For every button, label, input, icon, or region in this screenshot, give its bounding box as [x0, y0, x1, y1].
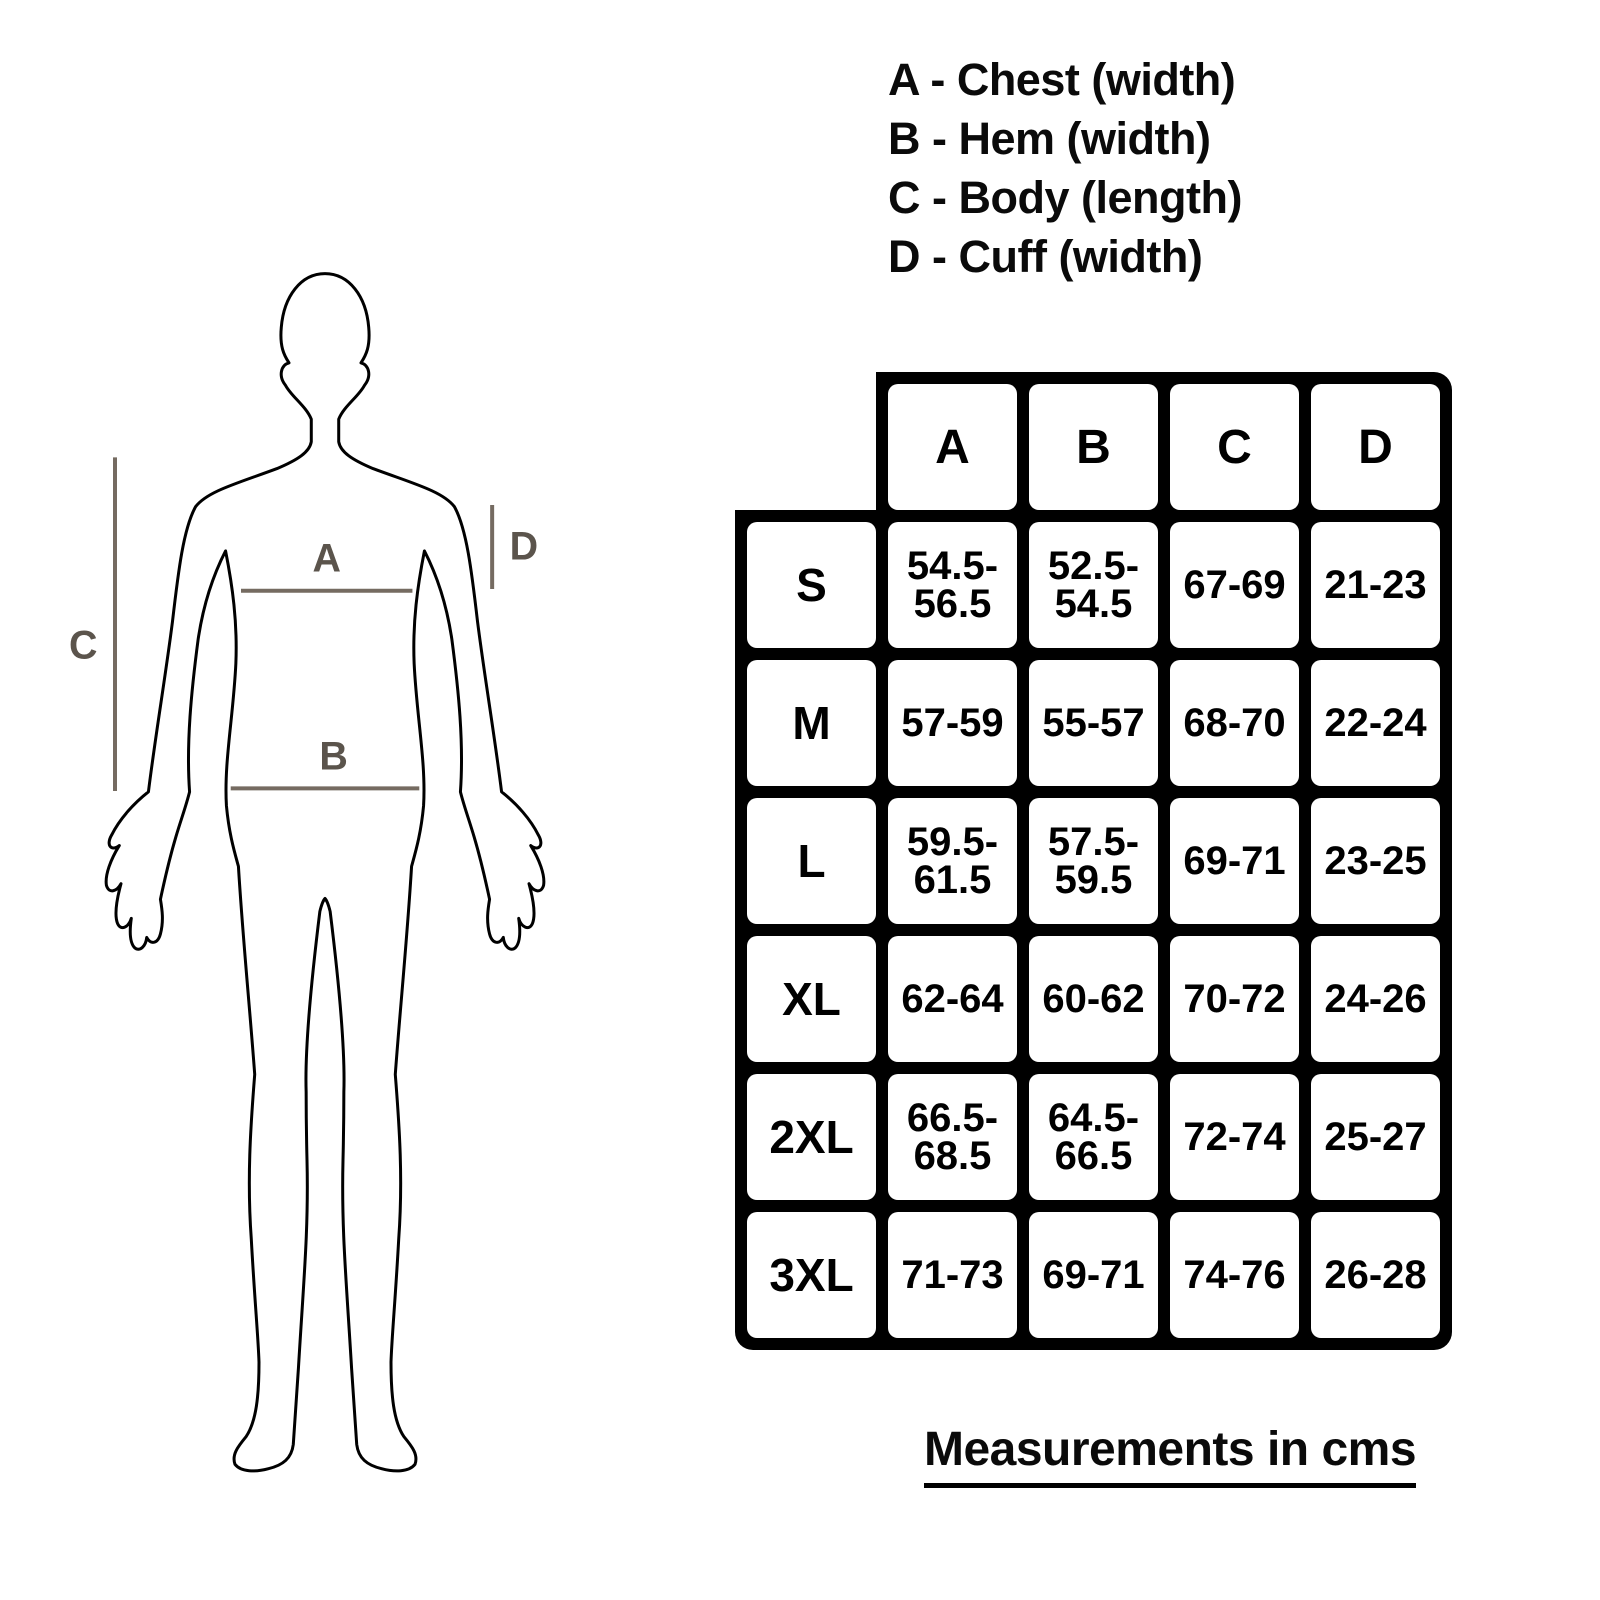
cell-l-chest: 59.5-61.5 [888, 798, 1017, 924]
row-label-l: L [747, 798, 876, 924]
cell-3xl-body: 74-76 [1170, 1212, 1299, 1338]
cell-3xl-cuff: 26-28 [1311, 1212, 1440, 1338]
row-label-3xl: 3XL [747, 1212, 876, 1338]
body-outline-figure: A B C D [25, 258, 625, 1486]
column-header-b: B [1029, 384, 1158, 510]
table-corner-blank [735, 372, 876, 510]
column-header-c: C [1170, 384, 1299, 510]
legend-item-hem: B - Hem (width) [888, 113, 1211, 164]
cell-m-hem: 55-57 [1029, 660, 1158, 786]
size-chart-table: A B C D S 54.5-56.5 52.5-54.5 67-69 21-2… [735, 372, 1452, 1350]
cell-s-body: 67-69 [1170, 522, 1299, 648]
human-body-outline [106, 274, 544, 1471]
row-label-s: S [747, 522, 876, 648]
cell-2xl-body: 72-74 [1170, 1074, 1299, 1200]
chest-width-label: A [312, 537, 340, 581]
cell-l-hem: 57.5-59.5 [1029, 798, 1158, 924]
cell-l-cuff: 23-25 [1311, 798, 1440, 924]
column-header-d: D [1311, 384, 1440, 510]
cell-2xl-chest: 66.5-68.5 [888, 1074, 1017, 1200]
legend-item-cuff: D - Cuff (width) [888, 231, 1203, 282]
cell-xl-body: 70-72 [1170, 936, 1299, 1062]
cell-m-chest: 57-59 [888, 660, 1017, 786]
units-note: Measurements in cms [923, 1422, 1417, 1488]
measurement-legend: A - Chest (width) B - Hem (width) C - Bo… [888, 50, 1242, 286]
row-label-xl: XL [747, 936, 876, 1062]
body-length-label: C [69, 623, 97, 667]
cell-s-chest: 54.5-56.5 [888, 522, 1017, 648]
cell-s-cuff: 21-23 [1311, 522, 1440, 648]
hem-width-label: B [319, 734, 347, 778]
row-label-2xl: 2XL [747, 1074, 876, 1200]
row-label-m: M [747, 660, 876, 786]
column-header-a: A [888, 384, 1017, 510]
cell-m-cuff: 22-24 [1311, 660, 1440, 786]
cell-s-hem: 52.5-54.5 [1029, 522, 1158, 648]
cell-xl-cuff: 24-26 [1311, 936, 1440, 1062]
legend-item-body: C - Body (length) [888, 172, 1242, 223]
cell-2xl-cuff: 25-27 [1311, 1074, 1440, 1200]
cell-xl-chest: 62-64 [888, 936, 1017, 1062]
cell-l-body: 69-71 [1170, 798, 1299, 924]
cell-3xl-hem: 69-71 [1029, 1212, 1158, 1338]
cell-3xl-chest: 71-73 [888, 1212, 1017, 1338]
footer: Measurements in cms [830, 1422, 1510, 1488]
table-corner-cell [747, 384, 876, 510]
cell-2xl-hem: 64.5-66.5 [1029, 1074, 1158, 1200]
body-outline-svg: A B C D [69, 258, 625, 1486]
cell-xl-hem: 60-62 [1029, 936, 1158, 1062]
cell-m-body: 68-70 [1170, 660, 1299, 786]
legend-item-chest: A - Chest (width) [888, 54, 1236, 105]
cuff-width-label: D [510, 524, 538, 568]
